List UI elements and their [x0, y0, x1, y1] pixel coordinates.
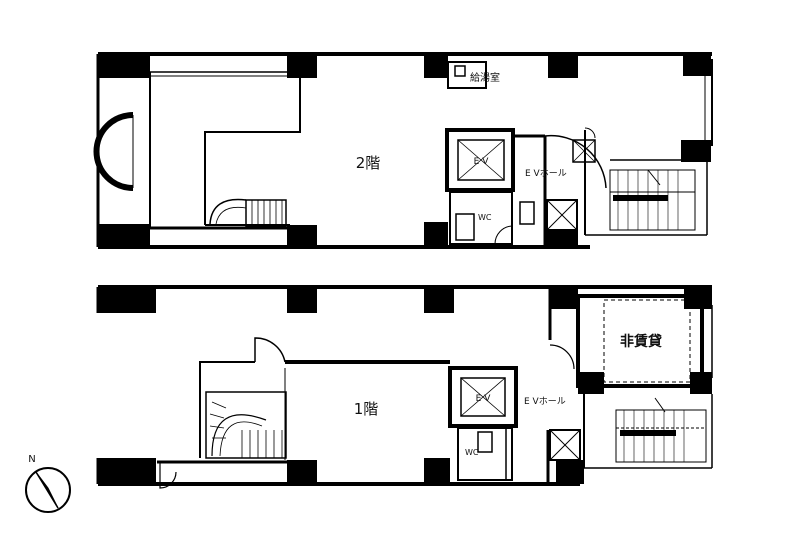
non-rental-label: 非賃貸: [620, 333, 662, 350]
north-label: N: [28, 454, 35, 465]
north-compass: N: [25, 454, 71, 513]
floor-1-ev-hall-label: E Vホール: [524, 396, 566, 407]
floor-2-plan: [93, 52, 713, 249]
floor-1-plan: [96, 285, 713, 489]
floor-1-ev-label: E V: [476, 394, 492, 404]
floor-1-columns: [98, 287, 712, 484]
floor-2-wc-label: WC: [478, 213, 492, 222]
floor-2-columns: [98, 54, 711, 249]
floor-2-ev-hall-label: E Vホール: [525, 168, 567, 179]
floor-2-pantry-label: 給湯室: [470, 71, 500, 84]
floor-1-title: 1階: [354, 400, 379, 418]
floor-1-wc-label: WC: [465, 448, 479, 457]
compass-circle: [25, 467, 71, 513]
floor-2-title: 2階: [356, 154, 381, 172]
floor-2-ev-label: E V: [474, 157, 490, 167]
